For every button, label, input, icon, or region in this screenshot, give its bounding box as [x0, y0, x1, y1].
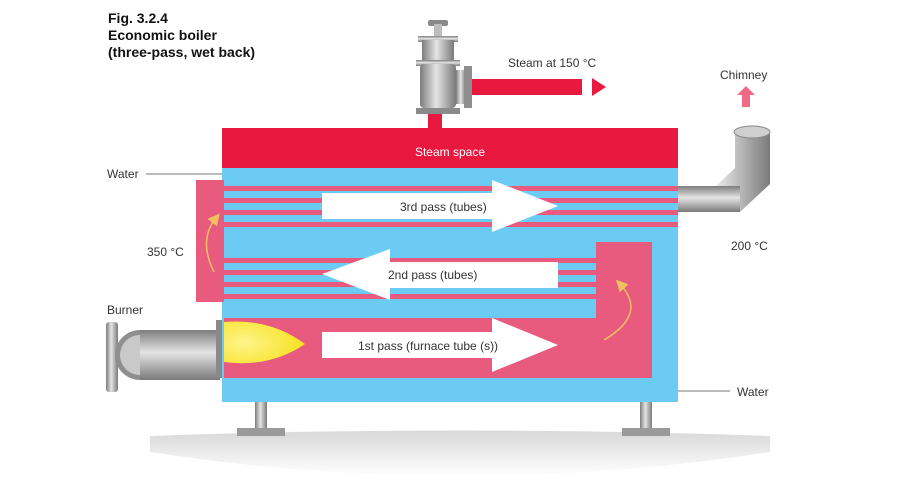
water-bottom-label: Water: [737, 385, 769, 399]
steam-space: [222, 128, 678, 168]
figure-title: Fig. 3.2.4 Economic boiler (three-pass, …: [108, 10, 255, 61]
figure-number: Fig. 3.2.4: [108, 10, 168, 26]
chimney-arrow: [737, 86, 755, 107]
steam-outlet-arrow: [592, 78, 606, 96]
steam-valve: [416, 20, 472, 114]
front-smoke-box: [196, 180, 224, 302]
burner-assembly: [106, 320, 224, 392]
first-pass-label: 1st pass (furnace tube (s)): [358, 339, 498, 353]
figure-title-line-1: Economic boiler: [108, 27, 217, 43]
chimney-flue: [678, 125, 771, 212]
steam-outlet-pipe: [472, 79, 582, 95]
second-pass-arrow: [322, 249, 558, 300]
steam-riser-pipe: [428, 114, 442, 130]
rear-flow-curve: [603, 279, 632, 341]
third-pass-arrow: [322, 180, 558, 232]
steam-space-label: Steam space: [415, 145, 485, 159]
steam-outlet-label: Steam at 150 °C: [508, 56, 597, 70]
first-pass-arrow: [322, 318, 558, 372]
third-pass-label: 3rd pass (tubes): [400, 200, 487, 214]
burner-flame: [224, 321, 305, 364]
figure-title-line-2: (three-pass, wet back): [108, 44, 256, 60]
water-top-label: Water: [107, 167, 139, 181]
chimney-label: Chimney: [720, 68, 767, 82]
second-pass-label: 2nd pass (tubes): [388, 268, 477, 282]
temp-flue-label: 200 °C: [731, 239, 768, 253]
burner-label: Burner: [107, 303, 143, 317]
ground-shadow: [150, 430, 770, 476]
temp-back-label: 350 °C: [147, 245, 184, 259]
support-legs: [237, 400, 670, 436]
front-flow-curve: [205, 213, 220, 273]
